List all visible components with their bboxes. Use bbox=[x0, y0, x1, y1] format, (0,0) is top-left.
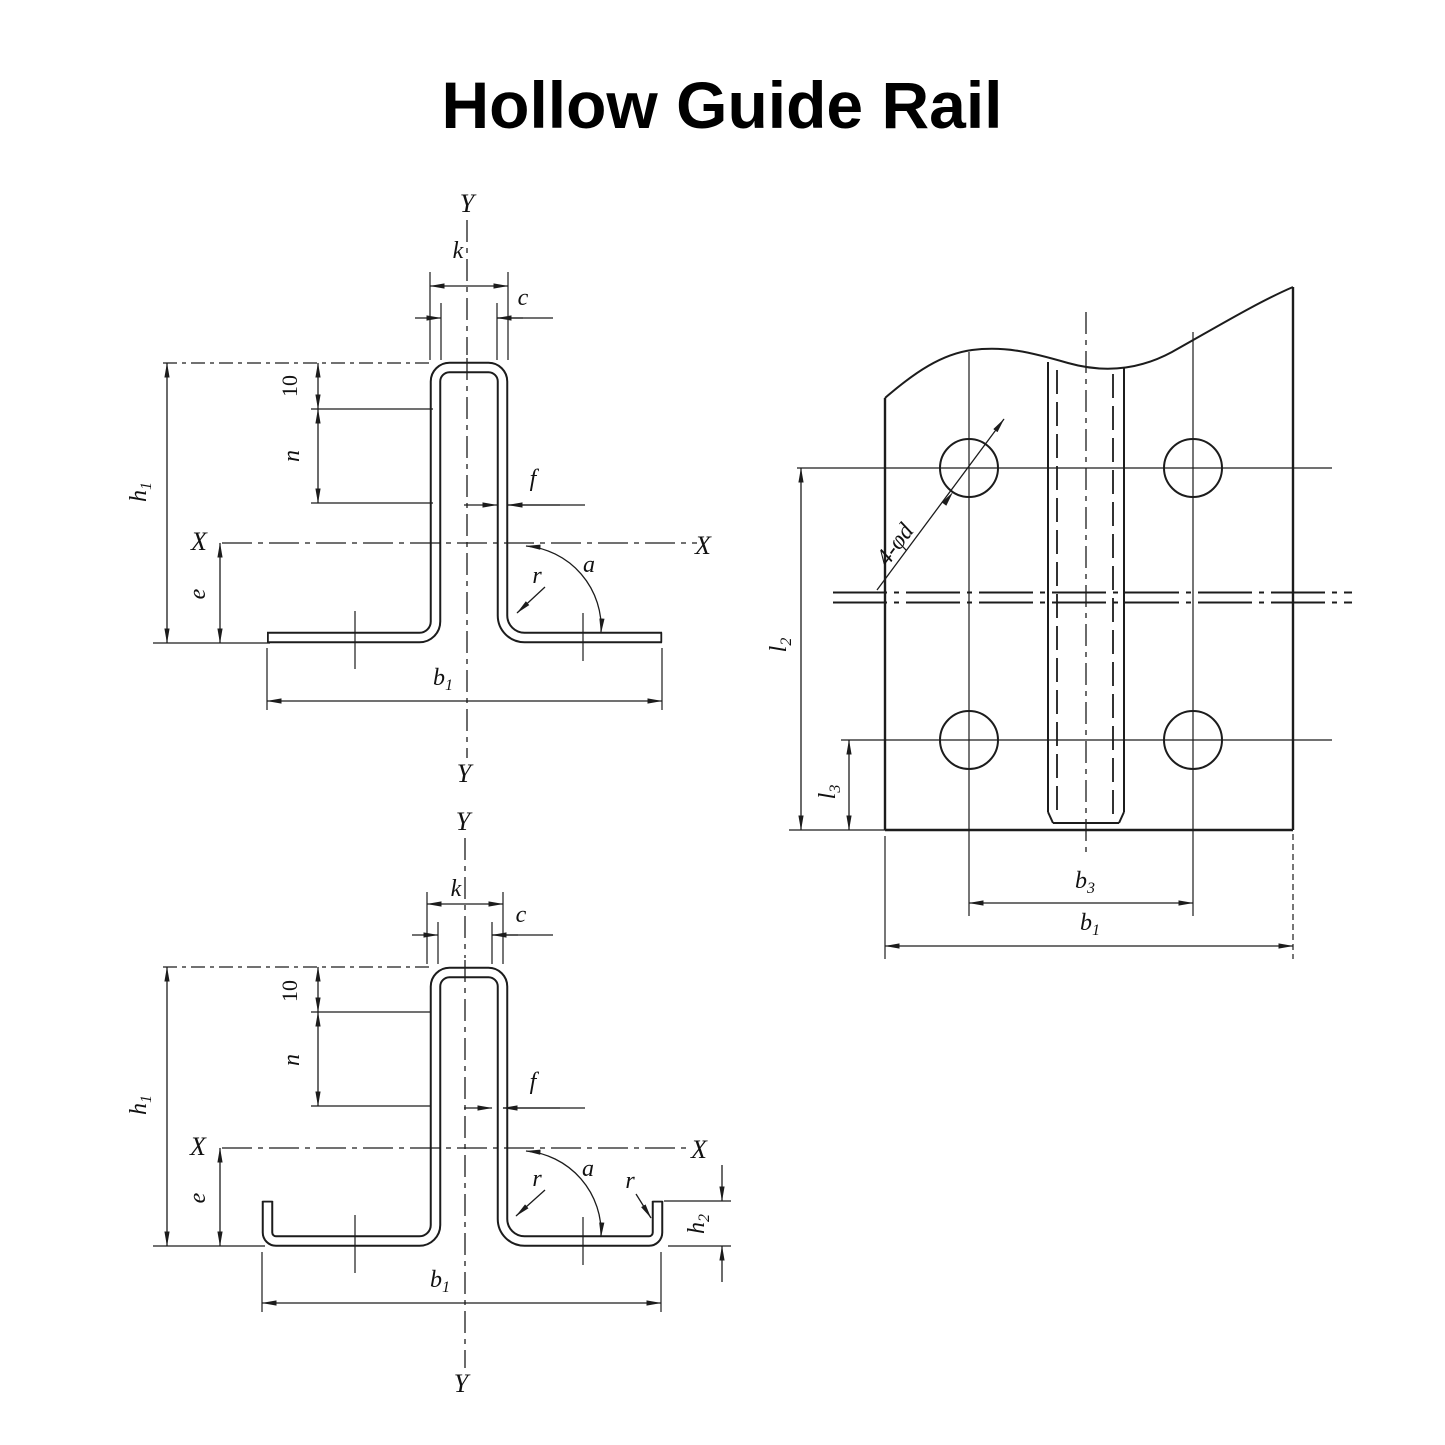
label-b3: b3 bbox=[1075, 868, 1095, 897]
radius-leader bbox=[635, 1193, 652, 1219]
label-axis-y: Y bbox=[454, 1369, 471, 1398]
label-b1: b1 bbox=[1080, 910, 1100, 939]
mounting-hole bbox=[939, 710, 999, 770]
label-c: c bbox=[518, 285, 529, 311]
label-k: k bbox=[453, 238, 464, 264]
stem-taper bbox=[1118, 811, 1125, 824]
label-axis-y: Y bbox=[456, 807, 473, 836]
mounting-hole bbox=[939, 438, 999, 498]
label-10: 10 bbox=[277, 980, 302, 1002]
label-axis-y: Y bbox=[457, 759, 474, 788]
label-e: e bbox=[185, 1192, 211, 1203]
stem-taper bbox=[1047, 811, 1054, 824]
plan-view-base-holes: 4-φd l2 l3 b3 b1 bbox=[766, 286, 1352, 959]
profile-inner-white bbox=[267, 363, 662, 642]
label-a: a bbox=[583, 552, 595, 578]
angle-arc bbox=[525, 1149, 605, 1238]
label-n: n bbox=[279, 450, 305, 462]
label-h2: h2 bbox=[684, 1214, 713, 1234]
profile-outline bbox=[261, 966, 664, 1247]
break-wavy-line bbox=[884, 286, 1294, 399]
profile-inner-white bbox=[263, 968, 662, 1245]
label-b1: b1 bbox=[433, 665, 453, 694]
label-h1: h1 bbox=[126, 1095, 155, 1115]
angle-arc bbox=[525, 544, 605, 634]
holes-leader bbox=[876, 418, 1005, 591]
label-r: r bbox=[532, 563, 542, 589]
mounting-hole bbox=[1163, 438, 1223, 498]
label-l2: l2 bbox=[766, 638, 795, 653]
page-title: Hollow Guide Rail bbox=[441, 68, 1002, 142]
holes-leader-arrowhead bbox=[941, 492, 953, 506]
label-n: n bbox=[279, 1054, 305, 1066]
label-f: f bbox=[530, 1069, 540, 1095]
label-4-phi-d: 4-φd bbox=[871, 518, 919, 571]
label-10: 10 bbox=[277, 375, 302, 397]
label-axis-x: X bbox=[190, 527, 208, 556]
section-view-plain-flange: k c 10 n h1 X X Y Y e f bbox=[126, 189, 712, 788]
label-c: c bbox=[516, 902, 527, 928]
label-k: k bbox=[451, 876, 462, 902]
label-axis-x: X bbox=[694, 531, 712, 560]
label-f: f bbox=[530, 466, 540, 492]
label-axis-x: X bbox=[690, 1135, 708, 1164]
label-e: e bbox=[185, 588, 211, 599]
radius-leader bbox=[516, 586, 546, 614]
label-r: r bbox=[625, 1168, 635, 1194]
mounting-hole bbox=[1163, 710, 1223, 770]
label-axis-x: X bbox=[189, 1132, 207, 1161]
label-b1: b1 bbox=[430, 1267, 450, 1296]
label-r: r bbox=[532, 1166, 542, 1192]
label-axis-y: Y bbox=[460, 189, 477, 218]
label-a: a bbox=[582, 1156, 594, 1182]
radius-leader bbox=[515, 1189, 546, 1217]
label-h1: h1 bbox=[126, 482, 155, 502]
label-l3: l3 bbox=[815, 785, 844, 800]
section-view-lipped-flange: k c 10 n h1 X X Y Y e f a bbox=[126, 807, 731, 1398]
